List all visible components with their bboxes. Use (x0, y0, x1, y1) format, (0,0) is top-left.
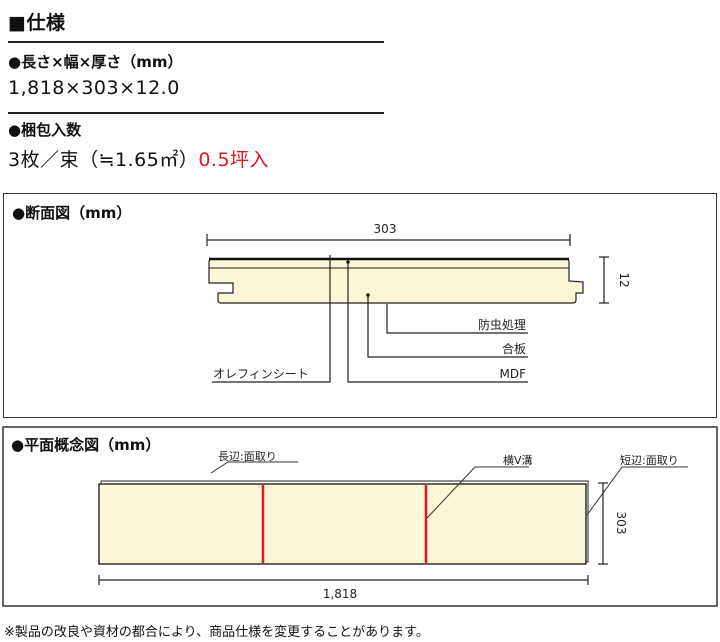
thickness-dim-text: 12 (617, 272, 631, 287)
board-cross-section (208, 257, 584, 304)
pack-value: 3枚／束（≒1.65㎡） (8, 149, 199, 171)
layer-label-plywood: 合板 (502, 341, 526, 356)
plan-leaders (210, 461, 688, 519)
size-value: 1,818×303×12.0 (8, 77, 180, 99)
length-dim-text: 1,818 (323, 587, 357, 601)
pack-value-row: 3枚／束（≒1.65㎡）0.5坪入 (8, 145, 269, 172)
plan-view-title: ●平面概念図（mm） (11, 436, 161, 454)
plan-width-dim-text: 303 (614, 512, 628, 535)
plan-width-dimension: 303 (598, 482, 628, 565)
thickness-dimension: 12 (599, 256, 631, 304)
long-edge-label: 長辺:面取り (218, 450, 277, 463)
width-dim-text: 303 (374, 222, 397, 236)
leader-lines (212, 255, 528, 383)
layer-label-insect: 防虫処理 (478, 317, 526, 332)
short-edge-label: 短辺:面取り (620, 453, 679, 467)
spec-heading: ■仕様 (8, 12, 66, 34)
cross-section-title: ●断面図（mm） (12, 204, 132, 222)
groove-label: 横V溝 (503, 453, 533, 467)
plan-view-board (98, 480, 589, 565)
divider (8, 112, 384, 114)
footnote: ※製品の改良や資材の都合により、商品仕様を変更することがあります。 (4, 625, 429, 640)
size-label: ●長さ×幅×厚さ（mm） (8, 53, 183, 71)
pack-tsubo: 0.5坪入 (198, 149, 270, 171)
width-dimension: 303 (206, 222, 571, 246)
length-dimension: 1,818 (98, 575, 589, 601)
divider (8, 41, 384, 43)
layer-label-mdf: MDF (500, 367, 527, 381)
pack-label: ●梱包入数 (8, 121, 82, 139)
layer-label-olefin: オレフィンシート (213, 367, 309, 381)
cross-section-panel: ●断面図（mm） (3, 193, 717, 418)
